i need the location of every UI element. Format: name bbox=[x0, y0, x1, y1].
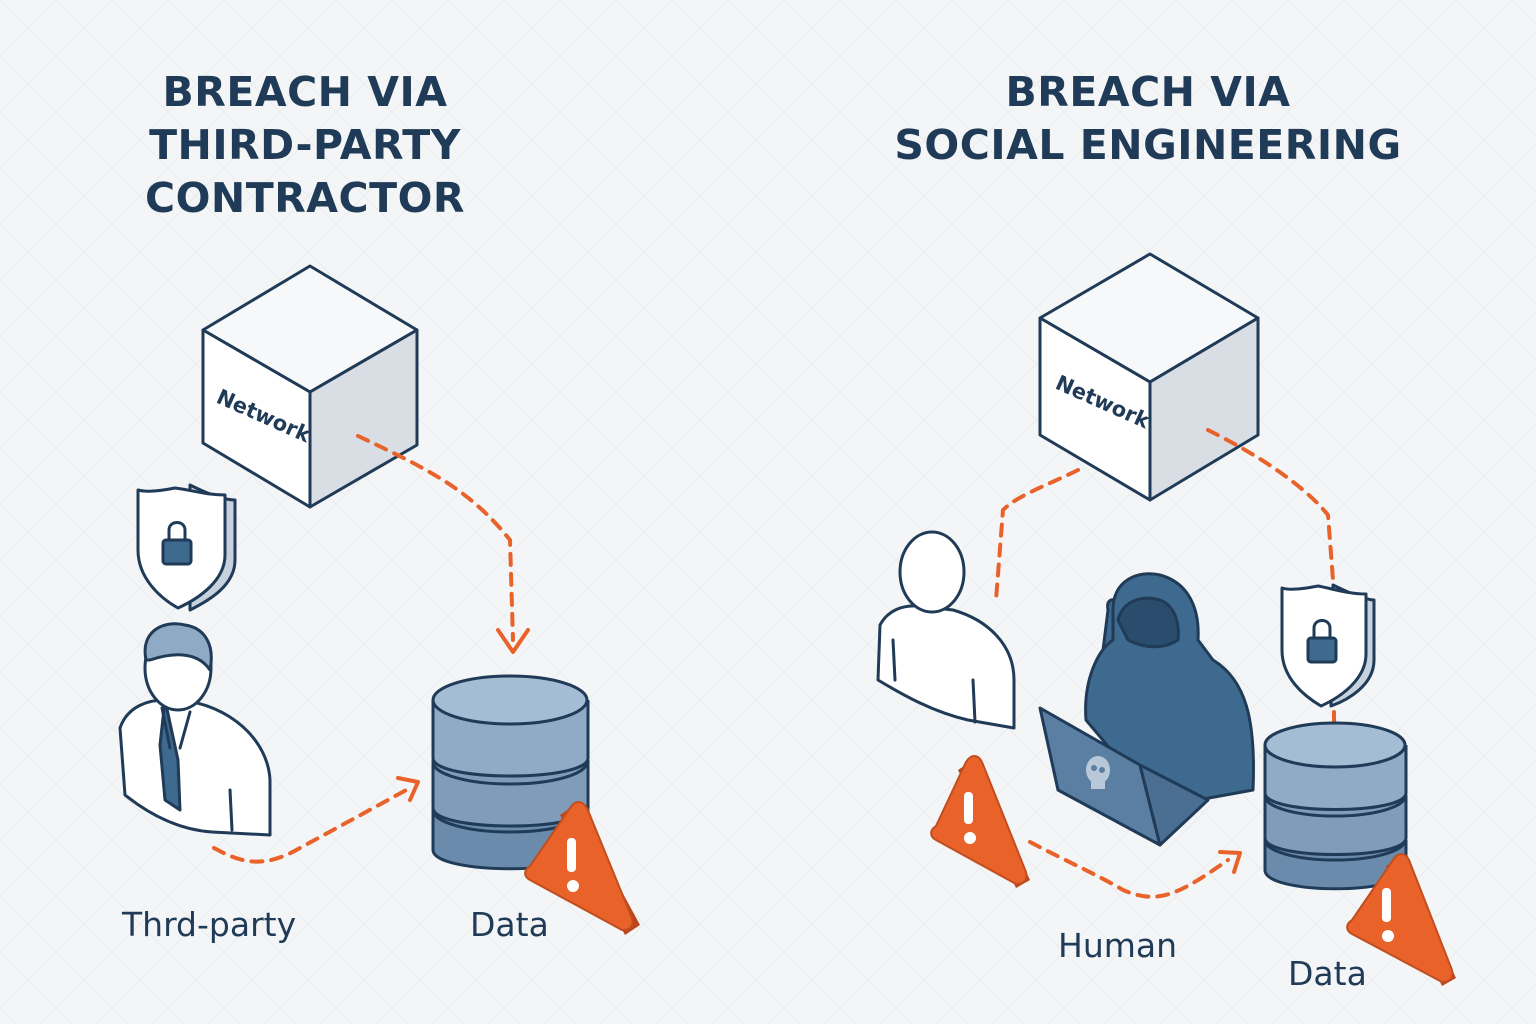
network-cube-icon: Network bbox=[201, 264, 419, 509]
human-label: Human bbox=[1058, 926, 1178, 965]
database-icon bbox=[431, 674, 590, 871]
title-line: CONTRACTOR bbox=[144, 174, 465, 222]
network-cube-icon: Network bbox=[1038, 252, 1260, 502]
third-party-label: Thrd-party bbox=[122, 905, 297, 944]
data-label: Data bbox=[470, 905, 549, 944]
warning-icon bbox=[1346, 853, 1456, 986]
title-line: THIRD-PARTY bbox=[149, 121, 461, 169]
arrowhead bbox=[496, 628, 530, 654]
panel-social-engineering-breach: BREACH VIA SOCIAL ENGINEERING Network bbox=[768, 0, 1536, 1024]
attack-path bbox=[994, 468, 1080, 602]
user-icon bbox=[876, 530, 1016, 730]
arrowhead bbox=[396, 776, 420, 802]
left-diagram: Network bbox=[118, 264, 640, 935]
database-icon bbox=[1263, 721, 1408, 891]
panel-title: BREACH VIA THIRD-PARTY CONTRACTOR bbox=[0, 66, 610, 225]
attack-path bbox=[1028, 840, 1230, 899]
title-line: BREACH VIA bbox=[162, 68, 448, 116]
attack-path bbox=[1206, 428, 1335, 582]
title-line: BREACH VIA bbox=[1005, 68, 1291, 116]
panel-third-party-breach: BREACH VIA THIRD-PARTY CONTRACTOR Networ… bbox=[0, 66, 640, 944]
warning-icon bbox=[524, 801, 640, 935]
data-label: Data bbox=[1288, 954, 1367, 993]
right-diagram: Network bbox=[876, 252, 1456, 986]
shield-lock-icon bbox=[1280, 583, 1376, 708]
title-line: SOCIAL ENGINEERING bbox=[894, 121, 1402, 169]
attack-path bbox=[212, 786, 412, 864]
shield-lock-icon bbox=[136, 483, 237, 612]
contractor-person-icon bbox=[118, 622, 272, 837]
panel-title: BREACH VIA SOCIAL ENGINEERING bbox=[768, 66, 1528, 172]
hacker-icon bbox=[1084, 572, 1255, 802]
warning-icon bbox=[930, 755, 1030, 888]
laptop-skull-icon bbox=[1038, 706, 1210, 847]
attack-path bbox=[356, 434, 515, 642]
arrowhead bbox=[1218, 850, 1242, 874]
